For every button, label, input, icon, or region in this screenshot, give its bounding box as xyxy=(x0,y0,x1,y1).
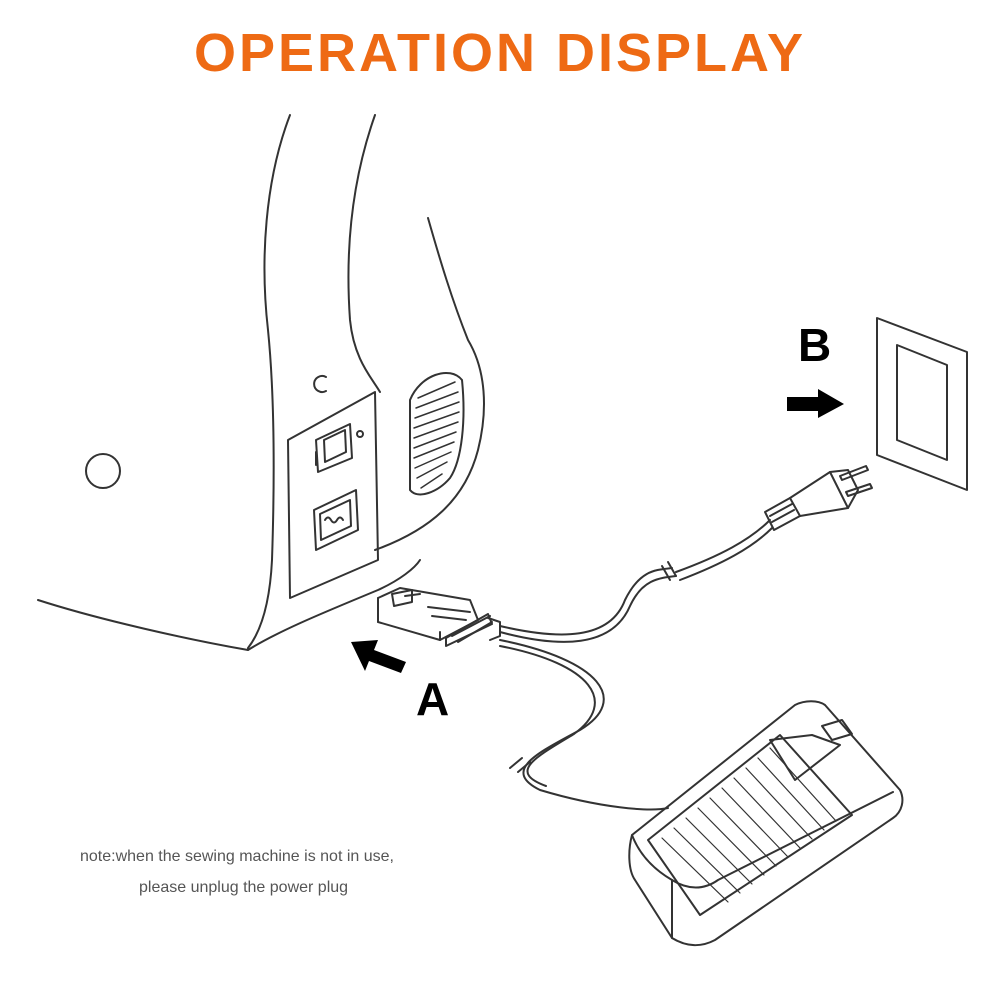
arrow-icon-a xyxy=(351,640,406,673)
arrow-icon-b xyxy=(787,389,844,418)
label-a: A xyxy=(416,673,450,725)
power-symbol-icon xyxy=(313,375,327,393)
note-line-2: please unplug the power plug xyxy=(139,879,349,896)
note-line-1: note:when the sewing machine is not in u… xyxy=(80,848,394,865)
connector-plug xyxy=(377,587,501,647)
power-cord xyxy=(499,519,773,643)
vent-icon xyxy=(409,371,465,496)
power-socket-icon xyxy=(313,489,359,551)
pedal-cord xyxy=(499,639,669,811)
label-b: B xyxy=(798,319,832,371)
wall-outlet xyxy=(876,317,968,491)
knob-icon xyxy=(85,453,121,489)
foot-pedal xyxy=(628,700,904,946)
power-switch-icon xyxy=(315,423,364,473)
sewing-machine xyxy=(37,114,485,651)
power-panel xyxy=(287,391,379,599)
wall-plug xyxy=(764,465,873,531)
page-title: OPERATION DISPLAY xyxy=(193,23,807,83)
